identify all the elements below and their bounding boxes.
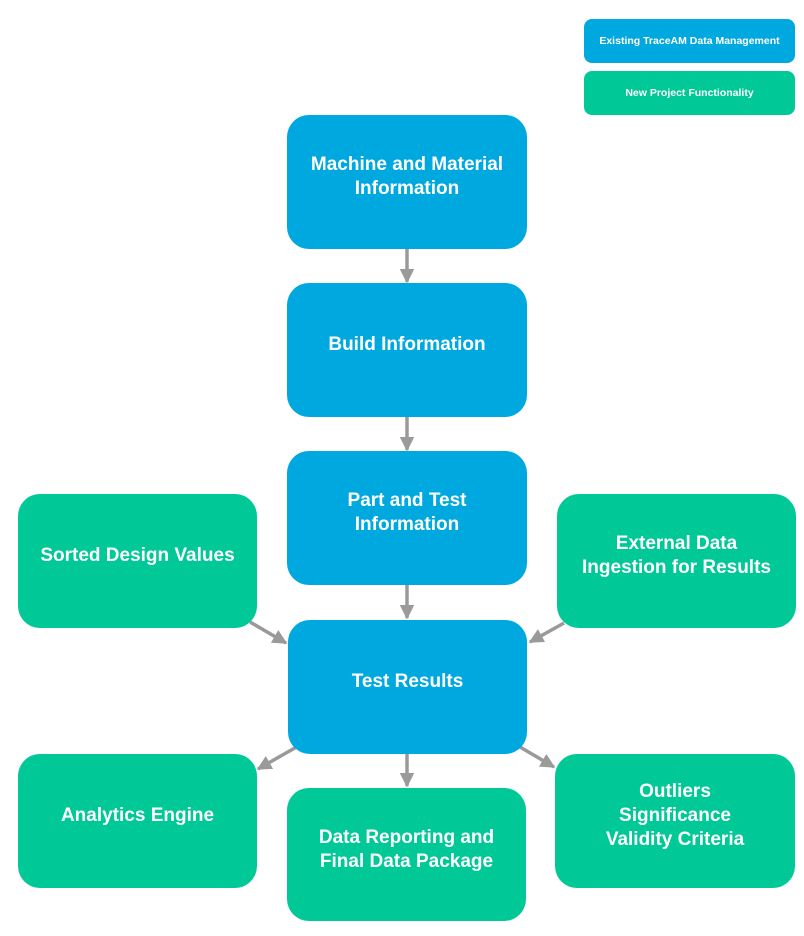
edge-sorted-results [249,620,288,645]
edge-external-results [528,621,565,644]
node-part-test-information: Part and Test Information [287,451,527,585]
node-machine-material-information: Machine and Material Information [287,115,527,249]
node-analytics-engine: Analytics Engine [18,754,257,888]
node-data-reporting: Data Reporting and Final Data Package [287,788,526,921]
legend-new-label: New Project Functionality [625,87,754,99]
node-analytics-label: Analytics Engine [60,805,215,826]
legend-new: New Project Functionality [584,71,795,115]
legend-existing: Existing TraceAM Data Management [584,19,795,63]
node-build-information: Build Information [287,283,527,417]
node-results-label: Test Results [351,671,464,692]
node-external-data-ingestion: External Data Ingestion for Results [557,494,796,628]
node-part-label: Part and Test Information [347,490,467,535]
node-test-results: Test Results [288,620,527,754]
node-outliers-label: Outliers Significance Validity Criteria [605,781,745,850]
node-build-label: Build Information [328,334,486,355]
node-outliers-significance-validity: Outliers Significance Validity Criteria [555,754,795,888]
edge-results-outliers [519,745,556,769]
node-sorted-label: Sorted Design Values [40,545,235,566]
node-external-label: External Data Ingestion for Results [582,533,771,578]
legend-existing-label: Existing TraceAM Data Management [599,35,780,47]
node-sorted-design-values: Sorted Design Values [18,494,257,628]
node-reporting-label: Data Reporting and Final Data Package [318,826,495,872]
edge-results-analytics [256,743,301,771]
node-machine-label: Machine and Material Information [310,154,504,199]
